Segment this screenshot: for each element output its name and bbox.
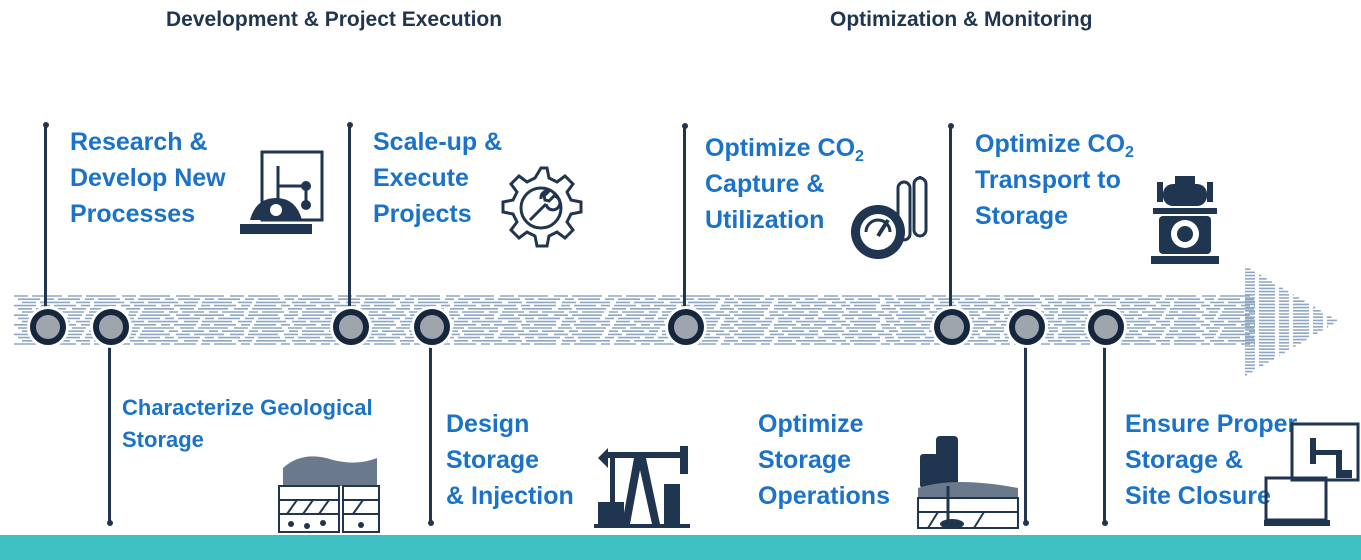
connector-line-transport (949, 127, 952, 327)
phase-header-optimization: Optimization & Monitoring (830, 8, 1093, 31)
timeline-node-operations (1009, 309, 1045, 345)
connector-line-scaleup (348, 126, 351, 326)
phase-header-development: Development & Project Execution (166, 8, 503, 31)
step-scaleup-label: Scale-up & Execute Projects (373, 128, 503, 228)
connector-line-closure (1103, 326, 1106, 522)
footer-teal-band (0, 535, 1361, 560)
gauge-tanks-icon (851, 176, 928, 259)
step-operations-label: Optimize Storage Operations (758, 410, 890, 510)
timeline-node-characterize (93, 309, 129, 345)
connector-dot (347, 122, 353, 128)
storage-operations-icon (917, 436, 1019, 529)
pump-jack-icon (594, 446, 690, 528)
lab-desk-icon (240, 150, 324, 234)
connector-line-research (44, 126, 47, 326)
connector-dot (1023, 520, 1029, 526)
connector-dot (43, 122, 49, 128)
step-capture-label: Optimize CO2 Capture & Utilization (705, 134, 864, 234)
monitor-computer-icon (1264, 422, 1360, 526)
connector-line-capture (683, 127, 686, 327)
connector-dot (1102, 520, 1108, 526)
connector-line-operations (1024, 326, 1027, 522)
geology-block-icon (278, 456, 380, 533)
step-characterize-label: Characterize Geological Storage (122, 395, 373, 452)
step-research-label: Research & Develop New Processes (70, 128, 226, 228)
connector-dot (107, 520, 113, 526)
timeline-node-design (414, 309, 450, 345)
timeline-node-transport (934, 309, 970, 345)
connector-line-design (429, 326, 432, 522)
timeline-node-closure (1088, 309, 1124, 345)
connector-line-characterize (108, 326, 111, 522)
connector-dot (428, 520, 434, 526)
timeline-node-research (30, 309, 66, 345)
step-design-label: Design Storage & Injection (446, 410, 574, 510)
gear-wrench-icon (501, 166, 583, 248)
step-closure-label: Ensure Proper Storage & Site Closure (1125, 410, 1298, 510)
connector-dot (682, 123, 688, 129)
pipeline-icon (1151, 176, 1219, 264)
timeline-node-capture (668, 309, 704, 345)
connector-dot (948, 123, 954, 129)
step-transport-label: Optimize CO2 Transport to Storage (975, 130, 1134, 230)
timeline-node-scaleup (333, 309, 369, 345)
